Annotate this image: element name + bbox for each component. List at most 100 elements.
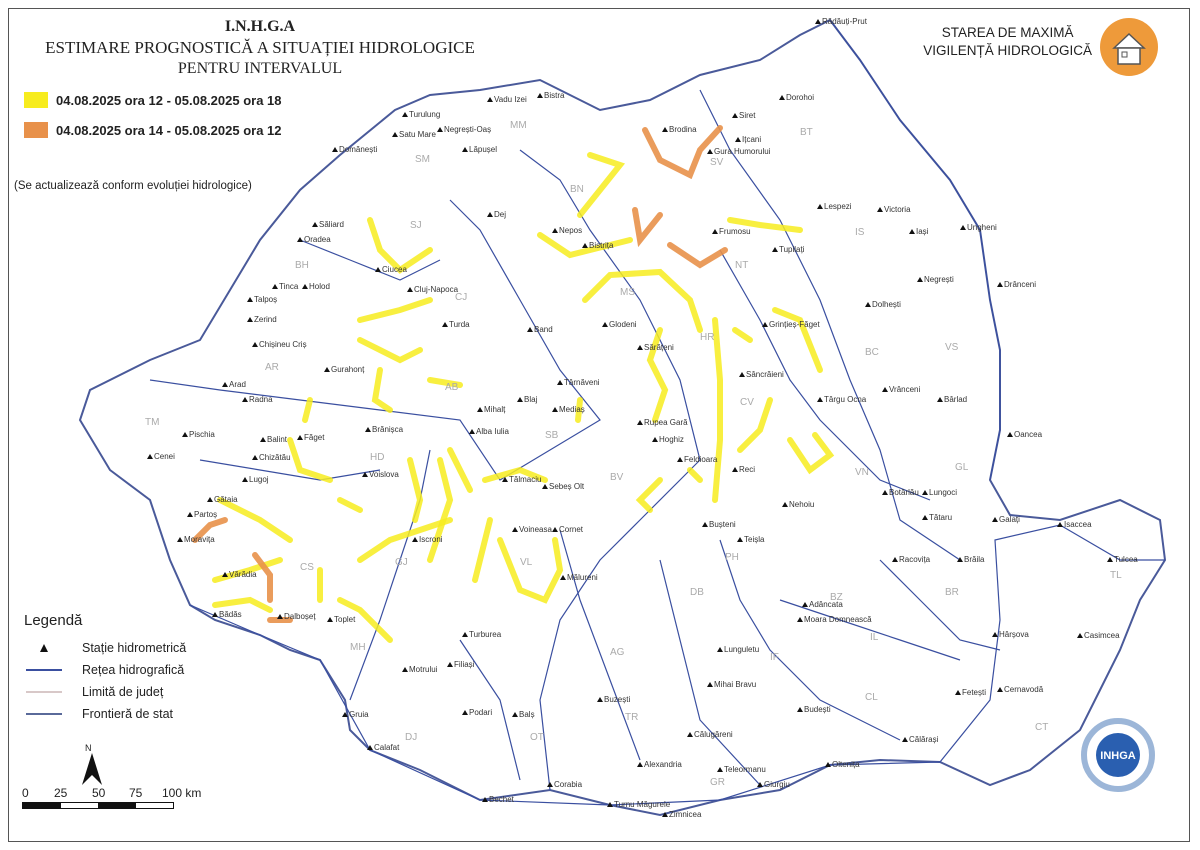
station[interactable]: Dej: [487, 210, 506, 219]
station[interactable]: Sărățeni: [637, 343, 674, 352]
station[interactable]: Gătaia: [207, 495, 238, 504]
station[interactable]: Moravița: [177, 535, 215, 544]
station[interactable]: Filiași: [447, 660, 475, 669]
station[interactable]: Balint: [260, 435, 288, 444]
station[interactable]: Bădăs: [212, 610, 242, 619]
station[interactable]: Casimcea: [1077, 631, 1120, 640]
station[interactable]: Tupilați: [772, 245, 805, 254]
station[interactable]: Lăpușel: [462, 145, 497, 154]
station[interactable]: Satu Mare: [392, 130, 436, 139]
station[interactable]: Tălmaciu: [502, 475, 541, 484]
station[interactable]: Negrești: [917, 275, 954, 284]
station[interactable]: Toplet: [327, 615, 356, 624]
station[interactable]: Turburea: [462, 630, 502, 639]
station[interactable]: Domănești: [332, 145, 377, 154]
station[interactable]: Gruia: [342, 710, 369, 719]
station[interactable]: Podari: [462, 708, 492, 717]
station[interactable]: Moara Domnească: [797, 615, 872, 624]
station[interactable]: Mediaș: [552, 405, 585, 414]
station[interactable]: Sebeș Olt: [542, 482, 585, 491]
station[interactable]: Alba Iulia: [469, 427, 509, 436]
station[interactable]: Lungoci: [922, 488, 957, 497]
station[interactable]: Turda: [442, 320, 470, 329]
station[interactable]: Calafat: [367, 743, 400, 752]
station[interactable]: Dorohoi: [779, 93, 814, 102]
station[interactable]: Gura Humorului: [707, 147, 771, 156]
station[interactable]: Vadu Izei: [487, 95, 527, 104]
station[interactable]: Zimnicea: [662, 810, 702, 819]
station[interactable]: Siret: [732, 111, 756, 120]
station[interactable]: Victoria: [877, 205, 911, 214]
station[interactable]: Călugăreni: [687, 730, 733, 739]
station[interactable]: Bechet: [482, 795, 515, 804]
station[interactable]: Sâncrăieni: [739, 370, 784, 379]
station[interactable]: Drânceni: [997, 280, 1036, 289]
station[interactable]: Rupea Gară: [637, 418, 688, 427]
station[interactable]: Holod: [302, 282, 330, 291]
station[interactable]: Racovița: [892, 555, 931, 564]
station[interactable]: Chizătău: [252, 453, 291, 462]
station[interactable]: Grințieș-Făget: [762, 320, 820, 329]
station[interactable]: Band: [527, 325, 553, 334]
station[interactable]: Botârlău: [882, 488, 919, 497]
station[interactable]: Oancea: [1007, 430, 1043, 439]
station[interactable]: Rădăuți-Prut: [815, 17, 868, 26]
station[interactable]: Alexandria: [637, 760, 682, 769]
station[interactable]: Isaccea: [1057, 520, 1092, 529]
station[interactable]: Cluj-Napoca: [407, 285, 459, 294]
station[interactable]: Talpoș: [247, 295, 277, 304]
station[interactable]: Radna: [242, 395, 273, 404]
station[interactable]: Fetești: [955, 688, 986, 697]
station[interactable]: Tinca: [272, 282, 299, 291]
station[interactable]: Teișla: [737, 535, 765, 544]
station[interactable]: Bârlad: [937, 395, 967, 404]
station[interactable]: Teleormanu: [717, 765, 766, 774]
station[interactable]: Vărădia: [222, 570, 257, 579]
station[interactable]: Oltenița: [825, 760, 860, 769]
station[interactable]: Lespezi: [817, 202, 852, 211]
station[interactable]: Blaj: [517, 395, 538, 404]
station[interactable]: Corabia: [547, 780, 583, 789]
station[interactable]: Turnu Măgurele: [607, 800, 671, 809]
station[interactable]: Gurahonț: [324, 365, 365, 374]
station[interactable]: Voislova: [362, 470, 399, 479]
station[interactable]: Chișineu Criș: [252, 340, 307, 349]
station[interactable]: Bușteni: [702, 520, 736, 529]
station[interactable]: Partoș: [187, 510, 217, 519]
station[interactable]: Iscroni: [412, 535, 443, 544]
station[interactable]: Iași: [909, 227, 929, 236]
station[interactable]: Brănișca: [365, 425, 404, 434]
station[interactable]: Ciucea: [375, 265, 407, 274]
station[interactable]: Giurgiu: [757, 780, 790, 789]
station[interactable]: Brăila: [957, 555, 985, 564]
station[interactable]: Târnăveni: [557, 378, 600, 387]
station[interactable]: Făget: [297, 433, 325, 442]
station[interactable]: Galați: [992, 515, 1020, 524]
station[interactable]: Nepos: [552, 226, 582, 235]
station[interactable]: Tulcea: [1107, 555, 1138, 564]
station[interactable]: Călărași: [902, 735, 939, 744]
station[interactable]: Ungheni: [960, 223, 997, 232]
station[interactable]: Săliard: [312, 220, 344, 229]
station[interactable]: Glodeni: [602, 320, 637, 329]
station[interactable]: Cernavodă: [997, 685, 1044, 694]
station[interactable]: Ițcani: [735, 135, 761, 144]
station[interactable]: Lugoj: [242, 475, 269, 484]
station[interactable]: Bistra: [537, 91, 565, 100]
station[interactable]: Bistrița: [582, 241, 614, 250]
station[interactable]: Hârșova: [992, 630, 1029, 639]
station[interactable]: Tătaru: [922, 513, 952, 522]
station[interactable]: Feldioara: [677, 455, 718, 464]
station[interactable]: Budești: [797, 705, 831, 714]
station[interactable]: Hoghiz: [652, 435, 684, 444]
station[interactable]: Pischia: [182, 430, 215, 439]
station[interactable]: Lunguletu: [717, 645, 759, 654]
station[interactable]: Frumosu: [712, 227, 751, 236]
station[interactable]: Nehoiu: [782, 500, 814, 509]
station[interactable]: Mălureni: [560, 573, 598, 582]
station[interactable]: Adâncata: [802, 600, 843, 609]
station[interactable]: Buzești: [597, 695, 630, 704]
station[interactable]: Dalboșeț: [277, 612, 316, 621]
station[interactable]: Turulung: [402, 110, 440, 119]
station[interactable]: Motrului: [402, 665, 438, 674]
